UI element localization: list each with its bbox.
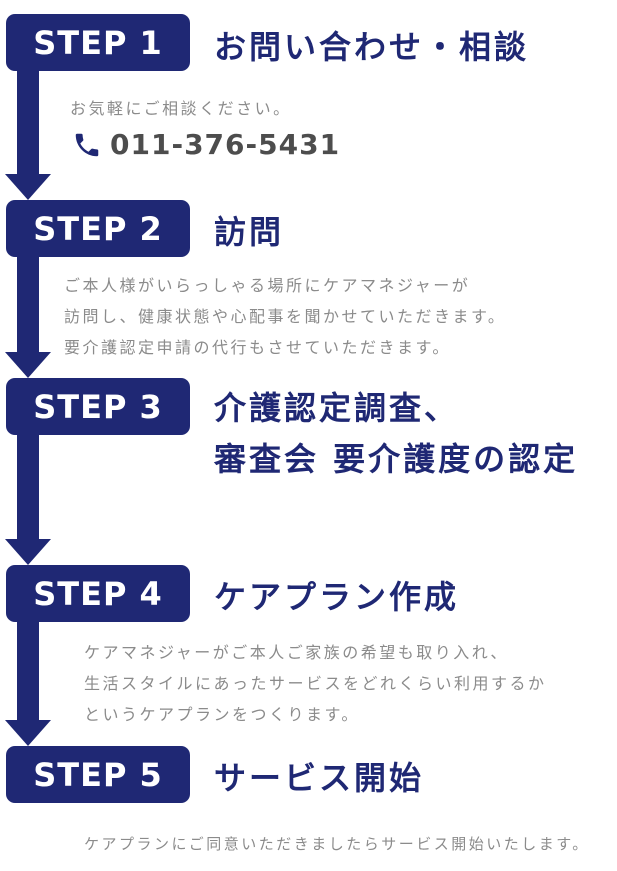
arrow-down-icon bbox=[5, 619, 51, 746]
step1-description-line: お気軽にご相談ください。 bbox=[70, 99, 292, 118]
step4-description-line: というケアプランをつくります。 bbox=[84, 705, 360, 724]
step5-description: ケアプランにご同意いただきましたらサービス開始いたします。 bbox=[84, 829, 590, 860]
phone-link[interactable]: 011-376-5431 bbox=[72, 128, 340, 161]
step3-title-line: 審査会 要介護度の認定 bbox=[214, 440, 579, 479]
step2-description-line: 要介護認定申請の代行もさせていただきます。 bbox=[64, 338, 451, 357]
arrow-shaft bbox=[17, 68, 39, 175]
arrow-head bbox=[5, 539, 51, 565]
step2-description-line: ご本人様がいらっしゃる場所にケアマネジャーが bbox=[64, 276, 471, 295]
step1-description: お気軽にご相談ください。 bbox=[70, 93, 292, 124]
step4-badge: STEP 4 bbox=[6, 565, 190, 622]
step3-title: 介護認定調査、 審査会 要介護度の認定 bbox=[214, 383, 578, 485]
step5-description-line: ケアプランにご同意いただきましたらサービス開始いたします。 bbox=[84, 835, 590, 853]
arrow-head bbox=[5, 174, 51, 200]
phone-icon bbox=[72, 130, 102, 160]
step1-badge: STEP 1 bbox=[6, 14, 190, 71]
step5-badge: STEP 5 bbox=[6, 746, 190, 803]
phone-number: 011-376-5431 bbox=[110, 128, 341, 161]
arrow-shaft bbox=[17, 254, 39, 353]
arrow-head bbox=[5, 720, 51, 746]
step2-description: ご本人様がいらっしゃる場所にケアマネジャーが 訪問し、健康状態や心配事を聞かせて… bbox=[64, 270, 506, 363]
step2-description-line: 訪問し、健康状態や心配事を聞かせていただきます。 bbox=[64, 307, 507, 326]
step4-description-line: ケアマネジャーがご本人ご家族の希望も取り入れ、 bbox=[84, 643, 509, 662]
step4-title: ケアプラン作成 bbox=[214, 578, 460, 616]
step4-description-line: 生活スタイルにあったサービスをどれくらい利用するか bbox=[84, 674, 547, 693]
arrow-down-icon bbox=[5, 68, 51, 200]
step2-title: 訪問 bbox=[214, 213, 285, 251]
step5-title: サービス開始 bbox=[214, 759, 425, 797]
step2-badge: STEP 2 bbox=[6, 200, 190, 257]
step3-title-line: 介護認定調査、 bbox=[214, 389, 460, 427]
step4-description: ケアマネジャーがご本人ご家族の希望も取り入れ、 生活スタイルにあったサービスをど… bbox=[84, 637, 547, 730]
arrow-down-icon bbox=[5, 254, 51, 378]
arrow-down-icon bbox=[5, 432, 51, 565]
arrow-shaft bbox=[17, 432, 39, 540]
arrow-head bbox=[5, 352, 51, 378]
step3-badge: STEP 3 bbox=[6, 378, 190, 435]
arrow-shaft bbox=[17, 619, 39, 721]
step1-title: お問い合わせ・相談 bbox=[214, 28, 530, 66]
